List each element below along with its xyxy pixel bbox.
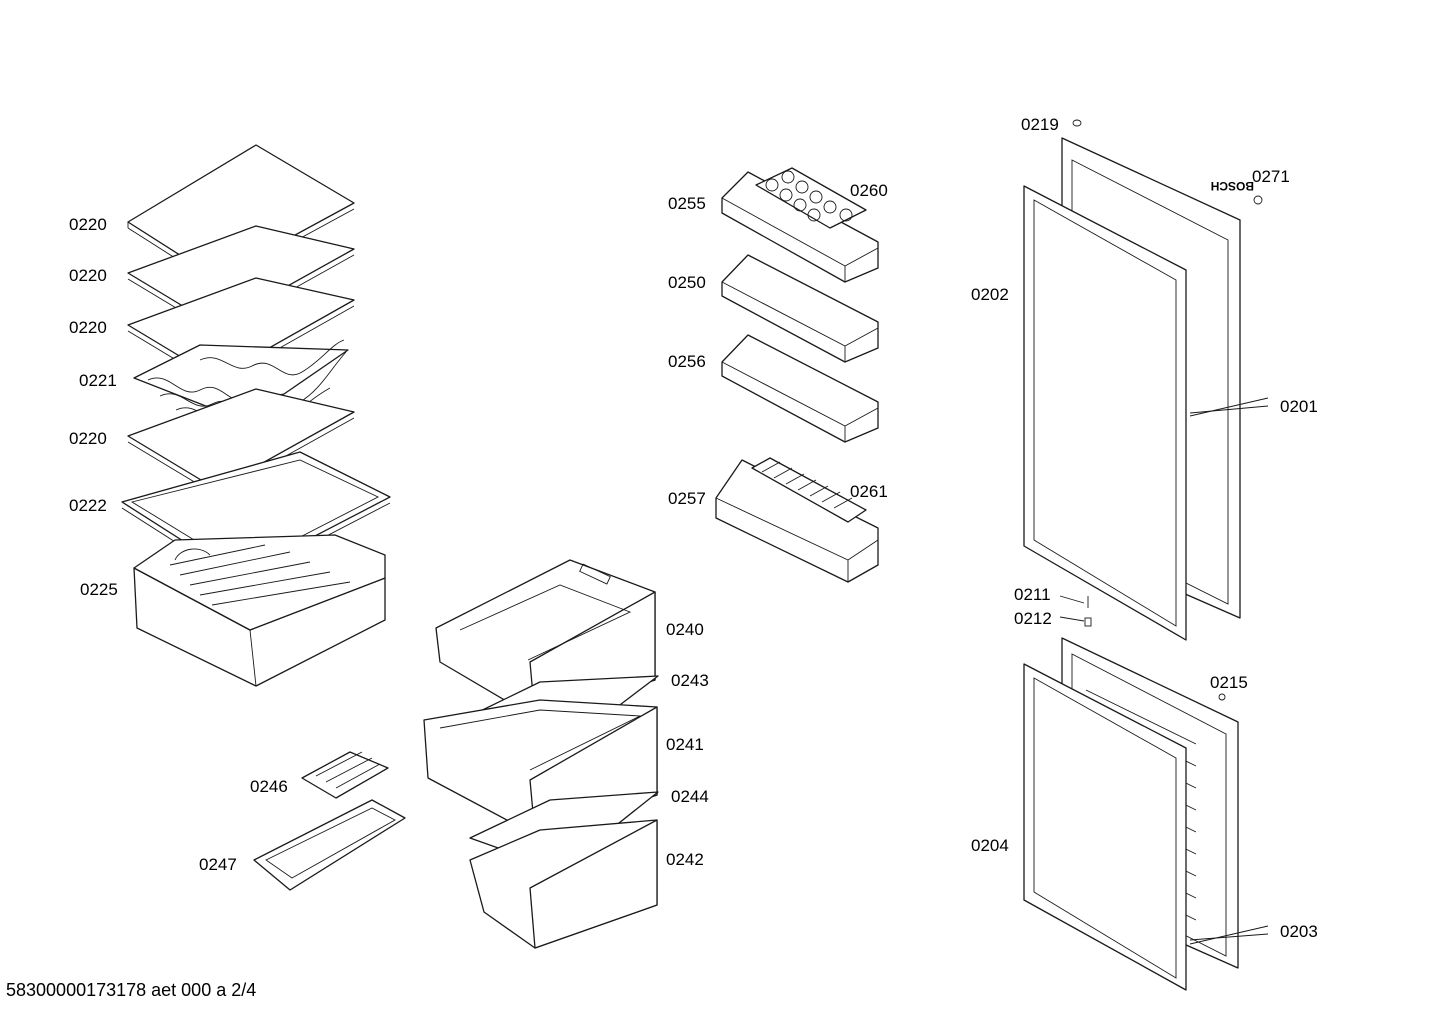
bottle-balcony-0257 — [715, 459, 879, 583]
leader-lines — [1059, 397, 1269, 945]
callout-0243: 0243 — [671, 671, 709, 690]
bottle-holder-0261 — [751, 457, 867, 523]
callout-0222: 0222 — [69, 496, 107, 515]
callout-0225: 0225 — [80, 580, 118, 599]
freezer-gasket-0204 — [1023, 663, 1187, 991]
callout-0250: 0250 — [668, 273, 706, 292]
hinge-bush-0212 — [1084, 617, 1092, 627]
callout-0244: 0244 — [671, 787, 709, 806]
callout-0247: 0247 — [199, 855, 237, 874]
callout-0221: 0221 — [79, 371, 117, 390]
door-balcony-0250 — [721, 254, 879, 363]
door-balcony-0256 — [721, 334, 879, 443]
callout-0202: 0202 — [971, 285, 1009, 304]
callout-0261: 0261 — [850, 482, 888, 501]
ice-cube-tray-0246 — [301, 751, 389, 799]
freezer-drawer-0242 — [469, 819, 658, 949]
callout-0212: 0212 — [1014, 609, 1052, 628]
document-id-footer: 58300000173178 aet 000 a 2/4 — [6, 980, 257, 1000]
screw-0215 — [1218, 693, 1226, 701]
door-balcony-0255 — [721, 171, 879, 283]
callout-0256: 0256 — [668, 352, 706, 371]
door-gasket-0202 — [1023, 185, 1187, 641]
callout-0203: 0203 — [1280, 922, 1318, 941]
callout-labels: 0220 0220 0220 0221 0220 0222 0225 0255 … — [69, 115, 1318, 941]
callout-0215: 0215 — [1210, 673, 1248, 692]
callout-0257: 0257 — [668, 489, 706, 508]
callout-0220-shelf-2: 0220 — [69, 266, 107, 285]
callout-0211: 0211 — [1014, 585, 1051, 604]
callout-0220-shelf-4: 0220 — [69, 429, 107, 448]
callout-0201: 0201 — [1280, 397, 1318, 416]
bosch-badge-0271: BOSCH — [1211, 179, 1263, 205]
callout-0219: 0219 — [1021, 115, 1059, 134]
vegetable-bin — [133, 534, 386, 687]
callout-0220-shelf-3: 0220 — [69, 318, 107, 337]
callout-0220-shelf-1: 0220 — [69, 215, 107, 234]
callout-0241: 0241 — [666, 735, 704, 754]
freezer-tray-0247 — [253, 799, 406, 891]
bosch-badge-text: BOSCH — [1211, 179, 1254, 193]
hinge-cap-0219 — [1072, 119, 1082, 127]
callout-0240: 0240 — [666, 620, 704, 639]
callout-0260: 0260 — [850, 181, 888, 200]
callout-0271: 0271 — [1252, 167, 1290, 186]
egg-tray-0260 — [755, 167, 867, 229]
callout-0204: 0204 — [971, 836, 1009, 855]
callout-0255: 0255 — [668, 194, 706, 213]
callout-0242: 0242 — [666, 850, 704, 869]
callout-0246: 0246 — [250, 777, 288, 796]
